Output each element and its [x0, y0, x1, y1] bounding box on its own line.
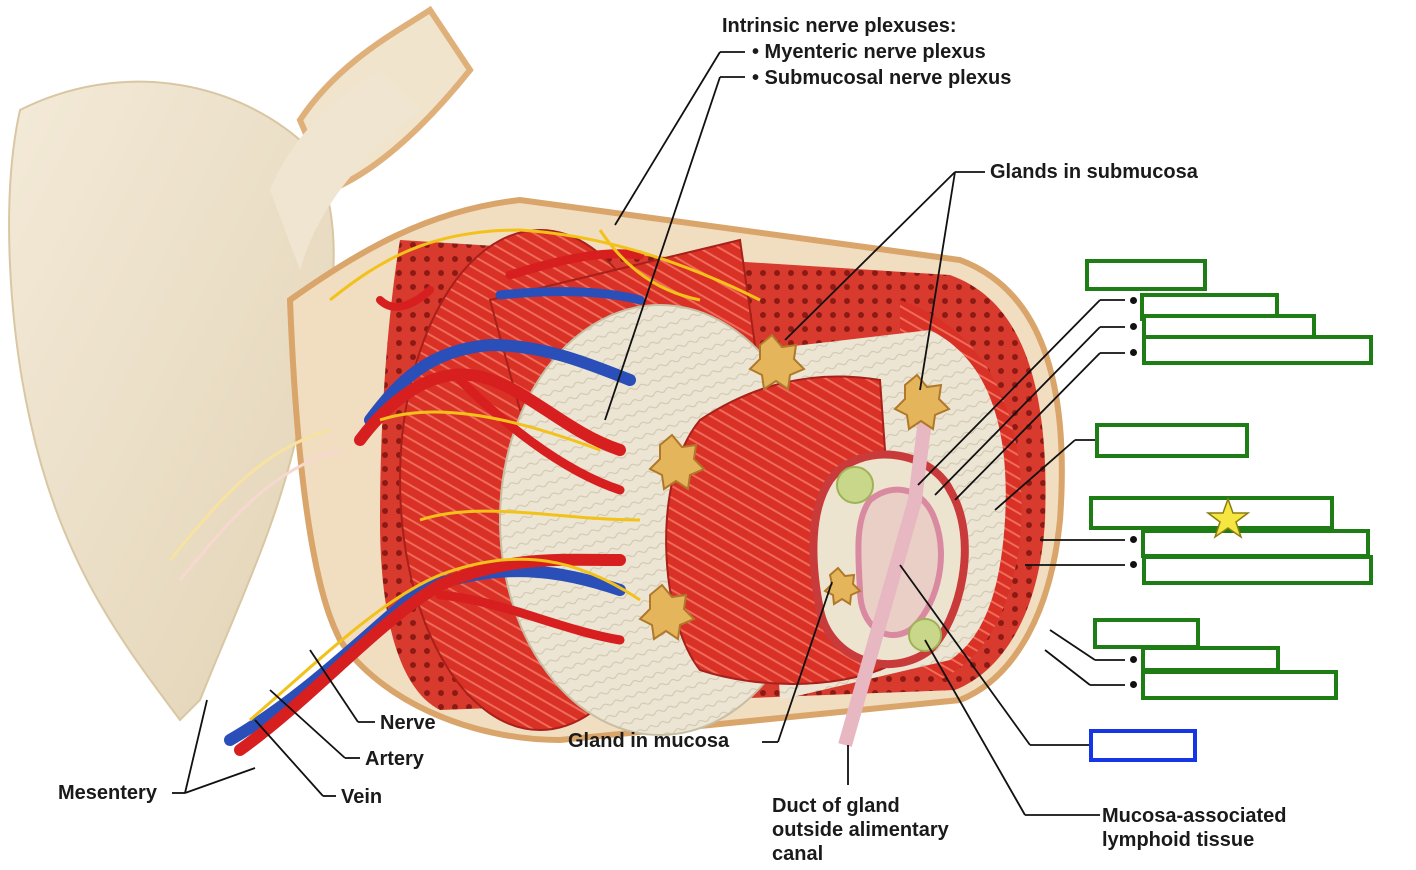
bullet-dot: [1130, 323, 1137, 330]
label-nerve: Nerve: [380, 712, 436, 734]
bullet-dot: [1130, 349, 1137, 356]
label-vein: Vein: [341, 786, 383, 808]
label-submucosal: • Submucosal nerve plexus: [752, 67, 1012, 89]
answer-box[interactable]: [1141, 529, 1370, 558]
answer-box-blue[interactable]: [1089, 729, 1197, 762]
mesentery-sheet: [8, 5, 474, 722]
answer-box[interactable]: [1089, 496, 1334, 530]
label-glands-submucosa: Glands in submucosa: [990, 161, 1198, 183]
bullet-dot: [1130, 681, 1137, 688]
label-mesentery: Mesentery: [58, 782, 157, 804]
label-intrinsic-title: Intrinsic nerve plexuses:: [722, 15, 957, 37]
bullet-dot: [1130, 656, 1137, 663]
label-myenteric: • Myenteric nerve plexus: [752, 41, 986, 63]
glands: [638, 333, 951, 641]
bullet-dot: [1130, 536, 1137, 543]
bullet-dot: [1130, 297, 1137, 304]
answer-box[interactable]: [1085, 259, 1207, 291]
duct-tube: [838, 419, 932, 747]
star-icon: [1206, 497, 1250, 539]
mucosa-lumen: [809, 450, 969, 669]
label-duct: Duct of gland outside alimentary canal: [772, 795, 949, 865]
bullet-dot: [1130, 561, 1137, 568]
answer-box[interactable]: [1095, 423, 1249, 458]
answer-box[interactable]: [1141, 670, 1338, 700]
answer-box[interactable]: [1093, 618, 1200, 649]
answer-box[interactable]: [1141, 646, 1280, 672]
label-artery: Artery: [365, 748, 424, 770]
blood-vessels: [224, 249, 645, 756]
answer-box[interactable]: [1142, 335, 1373, 365]
answer-box[interactable]: [1142, 555, 1373, 585]
nerves: [168, 228, 761, 722]
label-gland-mucosa: Gland in mucosa: [568, 730, 730, 752]
leader-lines: [172, 51, 1125, 816]
label-malt: Mucosa-associated lymphoid tissue: [1102, 805, 1287, 851]
